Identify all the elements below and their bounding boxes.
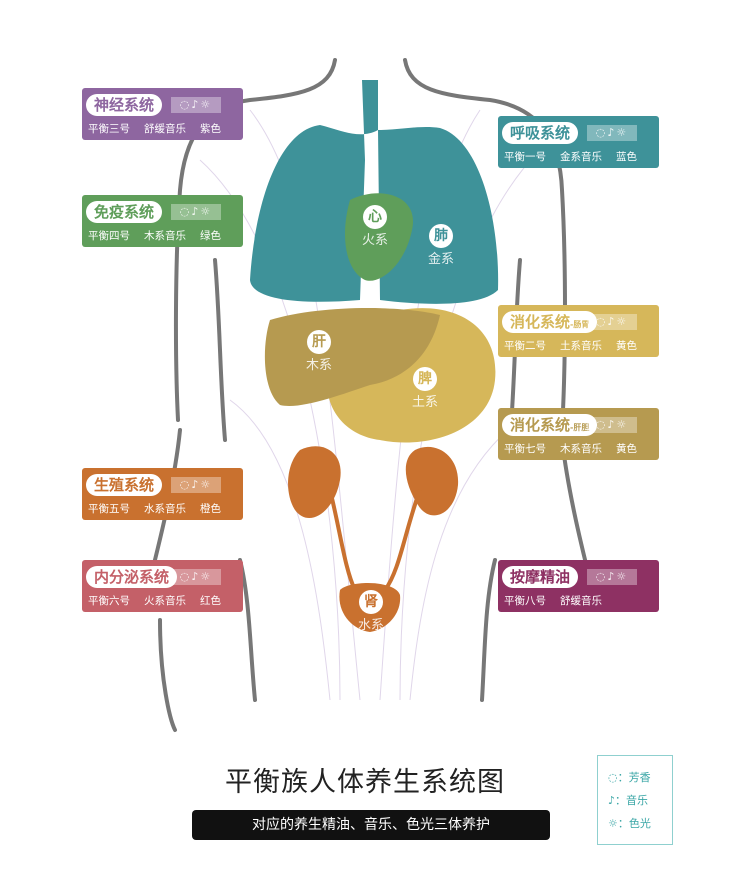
kidney-left <box>288 446 341 519</box>
organ-lung-label: 肺金系 <box>428 224 454 267</box>
formula: 平衡八号 <box>504 595 546 607</box>
system-name: 消化系统-肠胃 <box>502 311 598 333</box>
formula: 平衡七号 <box>504 443 546 455</box>
system-name: 呼吸系统 <box>502 122 579 144</box>
system-card[interactable]: 呼吸系统 ◌♪☼ 平衡一号 金系音乐 蓝色 <box>498 116 659 168</box>
liver <box>264 308 440 406</box>
music: 木系音乐 <box>144 230 186 242</box>
color-light: 蓝色 <box>616 151 637 163</box>
color-light: 黄色 <box>616 443 637 455</box>
formula: 平衡二号 <box>504 340 546 352</box>
system-card[interactable]: 免疫系统 ◌♪☼ 平衡四号 木系音乐 绿色 <box>82 195 243 247</box>
music: 舒缓音乐 <box>560 595 602 607</box>
system-name: 生殖系统 <box>86 474 163 496</box>
organ-heart-label: 心火系 <box>362 205 388 248</box>
organ-spleen-label: 脾土系 <box>412 367 438 410</box>
aroma-music-light-icons: ◌♪☼ <box>171 204 221 220</box>
heart <box>345 193 414 281</box>
system-card[interactable]: 消化系统-肝胆 ◌♪☼ 平衡七号 木系音乐 黄色 <box>498 408 659 460</box>
system-card[interactable]: 消化系统-肠胃 ◌♪☼ 平衡二号 土系音乐 黄色 <box>498 305 659 357</box>
aroma-music-light-icons: ◌♪☼ <box>587 569 637 585</box>
aroma-music-light-icons: ◌♪☼ <box>171 569 221 585</box>
formula: 平衡一号 <box>504 151 546 163</box>
stomach <box>327 308 496 443</box>
subtitle-banner: 对应的养生精油、音乐、色光三体养护 <box>192 810 550 840</box>
aroma-music-light-icons: ◌♪☼ <box>587 125 637 141</box>
formula: 平衡六号 <box>88 595 130 607</box>
system-card[interactable]: 神经系统 ◌♪☼ 平衡三号 舒缓音乐 紫色 <box>82 88 243 140</box>
organ-liver-label: 肝木系 <box>306 330 332 373</box>
color-light: 绿色 <box>200 230 221 242</box>
aroma-music-light-icons: ◌♪☼ <box>171 477 221 493</box>
color-light: 红色 <box>200 595 221 607</box>
color-light: 紫色 <box>200 123 221 135</box>
note-icon: ♪ <box>608 794 616 807</box>
formula: 平衡三号 <box>88 123 130 135</box>
sun-icon: ☼ <box>608 817 618 830</box>
music: 金系音乐 <box>560 151 602 163</box>
music: 水系音乐 <box>144 503 186 515</box>
lungs <box>250 80 499 304</box>
system-name: 按摩精油 <box>502 566 579 588</box>
system-name: 神经系统 <box>86 94 163 116</box>
page-title: 平衡族人体养生系统图 <box>225 767 505 798</box>
drop-icon: ◌ <box>608 771 618 784</box>
system-card[interactable]: 按摩精油 ◌♪☼ 平衡八号 舒缓音乐 <box>498 560 659 612</box>
color-light: 橙色 <box>200 503 221 515</box>
system-name: 消化系统-肝胆 <box>502 414 598 436</box>
color-light: 黄色 <box>616 340 637 352</box>
organ-kidney-label: 肾水系 <box>358 590 384 633</box>
formula: 平衡四号 <box>88 230 130 242</box>
legend: ◌：芳香 ♪：音乐 ☼：色光 <box>597 755 673 845</box>
music: 木系音乐 <box>560 443 602 455</box>
formula: 平衡五号 <box>88 503 130 515</box>
music: 火系音乐 <box>144 595 186 607</box>
music: 舒缓音乐 <box>144 123 186 135</box>
music: 土系音乐 <box>560 340 602 352</box>
system-card[interactable]: 内分泌系统 ◌♪☼ 平衡六号 火系音乐 红色 <box>82 560 243 612</box>
aroma-music-light-icons: ◌♪☼ <box>587 314 637 330</box>
aroma-music-light-icons: ◌♪☼ <box>171 97 221 113</box>
system-card[interactable]: 生殖系统 ◌♪☼ 平衡五号 水系音乐 橙色 <box>82 468 243 520</box>
system-name: 内分泌系统 <box>86 566 178 588</box>
system-name: 免疫系统 <box>86 201 163 223</box>
aroma-music-light-icons: ◌♪☼ <box>587 417 637 433</box>
